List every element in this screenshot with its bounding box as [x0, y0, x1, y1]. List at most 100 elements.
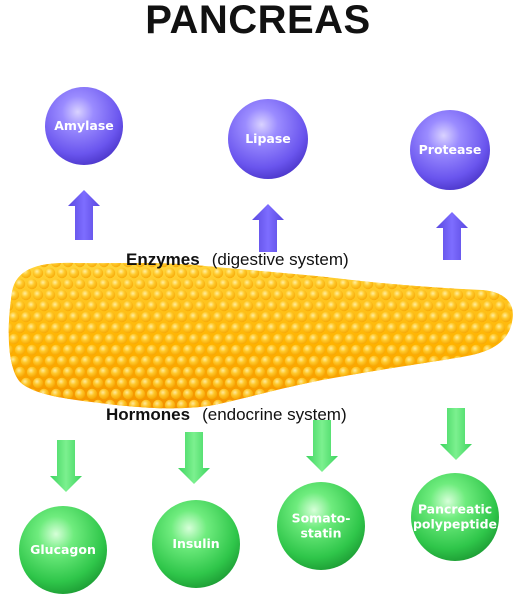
organ-cell [164, 289, 176, 301]
organ-cell [110, 388, 122, 400]
organ-cell [62, 322, 74, 334]
organ-cell [182, 322, 194, 334]
organ-cell [212, 355, 224, 367]
organ-cell [326, 322, 338, 334]
organ-cell [164, 355, 176, 367]
organ-cell [38, 300, 50, 312]
organ-cell [146, 262, 158, 268]
organ-cell [266, 366, 278, 378]
organ-cell [374, 366, 386, 378]
organ-cell [116, 333, 128, 345]
organ-cell [230, 322, 242, 334]
organ-cell [86, 388, 98, 400]
organ-cell [434, 344, 446, 356]
organ-cell [302, 388, 314, 400]
organ-cell [470, 388, 482, 400]
organ-cell [104, 377, 116, 389]
organ-cell [32, 267, 44, 279]
organ-cell [242, 300, 254, 312]
organ-cell [20, 311, 32, 323]
organ-cell [410, 344, 422, 356]
organ-cell [62, 366, 74, 378]
organ-cell [350, 366, 362, 378]
organ-cell [242, 278, 254, 290]
organ-cell [86, 344, 98, 356]
organ-cell [116, 267, 128, 279]
organ-cell [434, 366, 446, 378]
organ-cell [368, 267, 380, 279]
organ-cell [170, 300, 182, 312]
organ-cell [320, 289, 332, 301]
organ-cell [278, 300, 290, 312]
organ-cell [392, 289, 404, 301]
organ-cell [182, 344, 194, 356]
pancreatic-polypeptide-label: polypeptide [413, 517, 497, 532]
down-arrow-icon [50, 440, 82, 492]
organ-cell [122, 388, 134, 400]
organ-cell [152, 377, 164, 389]
organ-cell [428, 355, 440, 367]
organ-cell [80, 311, 92, 323]
pancreas-organ [8, 262, 513, 409]
organ-cell [398, 300, 410, 312]
organ-cell [410, 262, 422, 268]
organ-cell [134, 344, 146, 356]
organ-cell [194, 322, 206, 334]
organ-cell [8, 388, 14, 400]
organ-cell [332, 267, 344, 279]
organ-cell [164, 377, 176, 389]
organ-cell [218, 388, 230, 400]
organ-cell [188, 377, 200, 389]
organ-cell [236, 333, 248, 345]
enzymes-item-lipase: Lipase [228, 99, 308, 179]
organ-cell [110, 344, 122, 356]
organ-cell [482, 322, 494, 334]
organ-cell [464, 333, 476, 345]
organ-cell [242, 388, 254, 400]
organ-cell [230, 366, 242, 378]
organ-cell [68, 311, 80, 323]
organ-cell [290, 300, 302, 312]
amylase-label: Amylase [54, 118, 114, 133]
lipase-label: Lipase [245, 131, 291, 146]
organ-cell [344, 355, 356, 367]
organ-cell [392, 377, 404, 389]
organ-cell [26, 322, 38, 334]
organ-cell [434, 278, 446, 290]
organ-cell [122, 300, 134, 312]
organ-cell [284, 267, 296, 279]
organ-cell [374, 300, 386, 312]
organ-cell [464, 399, 476, 409]
organ-cell [74, 322, 86, 334]
organ-cell [92, 333, 104, 345]
organ-cell [488, 267, 500, 279]
organ-cell [410, 278, 422, 290]
organ-cell [476, 399, 488, 409]
organ-cell [422, 278, 434, 290]
organ-cell [254, 322, 266, 334]
organ-cell [26, 300, 38, 312]
organ-cell [272, 289, 284, 301]
organ-cell [440, 355, 452, 367]
organ-cell [410, 366, 422, 378]
organ-cell [458, 278, 470, 290]
organ-cell [80, 289, 92, 301]
organ-cell [362, 366, 374, 378]
organ-cell [14, 388, 26, 400]
organ-cell [380, 289, 392, 301]
organ-cell [104, 333, 116, 345]
organ-cell [146, 388, 158, 400]
organ-cell [170, 278, 182, 290]
somato-statin-label: Somato- [292, 511, 351, 526]
organ-cell [8, 399, 20, 409]
organ-cell [392, 267, 404, 279]
organ-cell [392, 399, 404, 409]
organ-cell [290, 388, 302, 400]
organ-cell [176, 289, 188, 301]
organ-cell [398, 366, 410, 378]
organ-cell [170, 262, 182, 268]
organ-cell [122, 344, 134, 356]
organ-cell [314, 322, 326, 334]
organ-cell [8, 300, 14, 312]
organ-cell [194, 388, 206, 400]
